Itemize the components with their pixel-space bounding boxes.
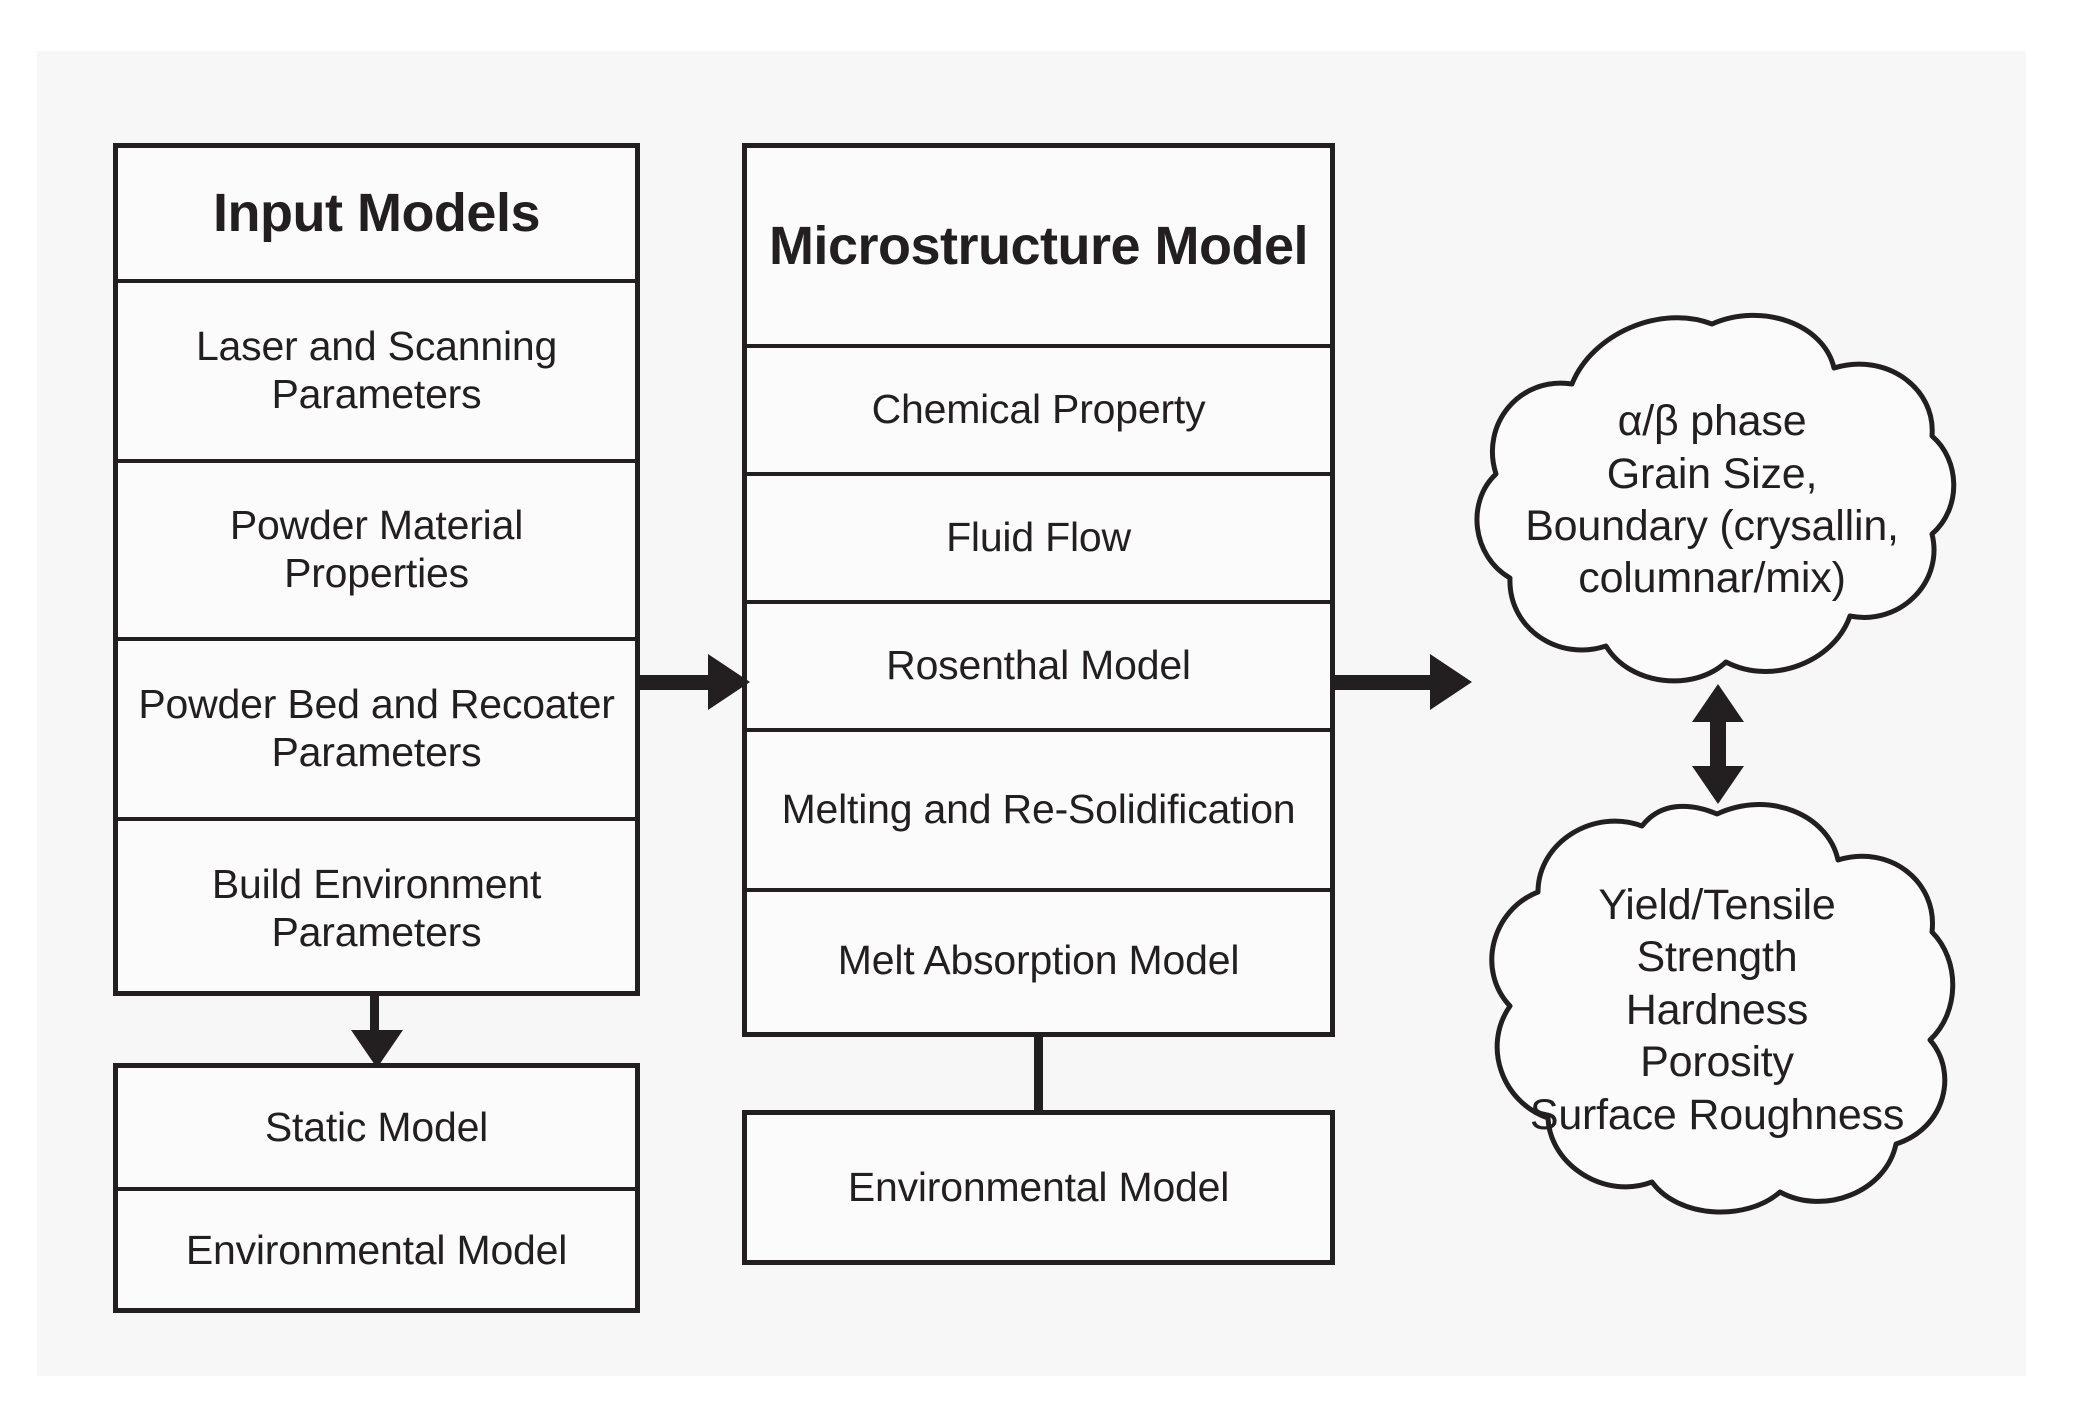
arrowhead-down-icon: [1692, 766, 1744, 804]
arrow-shaft: [370, 996, 379, 1036]
connector-line: [1034, 1037, 1043, 1110]
arrow-shaft: [1710, 714, 1726, 774]
microstructure-model-box: Microstructure Model Chemical Property F…: [742, 143, 1335, 1037]
double-arrow-between-clouds: [1690, 684, 1746, 804]
cloud-shape-icon: [1489, 802, 1956, 1215]
microstructure-row-fluid-flow: Fluid Flow: [747, 476, 1330, 604]
environmental-model-row: Environmental Model: [185, 1226, 568, 1273]
input-models-header: Input Models: [118, 148, 635, 283]
environmental-model-box: Environmental Model: [742, 1110, 1335, 1265]
cloud-mechanical-properties: Yield/Tensile Strength Hardness Porosity…: [1472, 800, 1962, 1220]
microstructure-row-chemical-property: Chemical Property: [747, 348, 1330, 476]
arrow-shaft: [1335, 675, 1435, 690]
cloud-shape-icon: [1474, 313, 1957, 684]
arrowhead-right-icon: [1430, 654, 1472, 710]
arrow-shaft: [640, 675, 712, 690]
arrowhead-down-icon: [351, 1030, 403, 1068]
microstructure-model-header: Microstructure Model: [747, 148, 1330, 348]
arrowhead-right-icon: [708, 654, 750, 710]
microstructure-row-melting-resolidification: Melting and Re-Solidification: [747, 732, 1330, 892]
environmental-model-label: Environmental Model: [847, 1163, 1230, 1210]
input-models-box: Input Models Laser and Scanning Paramete…: [113, 143, 640, 996]
input-models-row-powder-bed: Powder Bed and Recoater Parameters: [118, 641, 635, 821]
static-model-row: Static Model: [118, 1068, 635, 1191]
input-models-row-build-environment: Build Environment Parameters: [211, 861, 542, 955]
microstructure-row-melt-absorption-model: Melt Absorption Model: [837, 937, 1240, 984]
input-models-row-laser-scanning: Laser and Scanning Parameters: [118, 283, 635, 463]
microstructure-row-rosenthal-model: Rosenthal Model: [747, 604, 1330, 732]
static-models-box: Static Model Environmental Model: [113, 1063, 640, 1313]
cloud-microstructure-output: α/β phase Grain Size, Boundary (crysalli…: [1462, 310, 1962, 690]
input-models-row-powder-material: Powder Material Properties: [118, 463, 635, 641]
